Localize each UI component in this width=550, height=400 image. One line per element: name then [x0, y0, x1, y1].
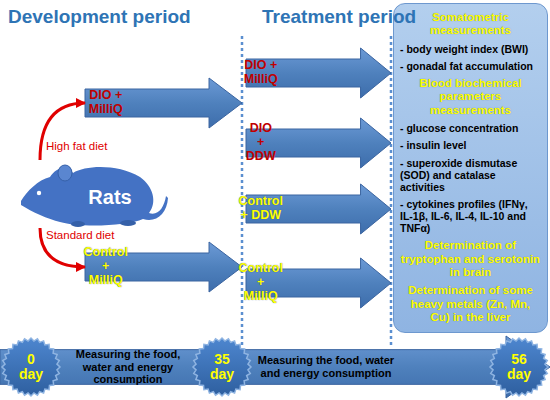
section-heading: Blood biochemical parameters measurement…: [400, 77, 541, 117]
group-arrow: Control + DDW: [246, 184, 391, 234]
figure-label: Rats: [88, 186, 131, 209]
divider-line: [390, 36, 393, 348]
group-label: DIO + MilliQ: [244, 59, 278, 87]
list-item: - body weight index (BWI): [400, 43, 541, 55]
group-arrow: DIO + DDW: [246, 118, 391, 168]
list-item: - superoxide dismutase (SOD) and catalas…: [400, 157, 541, 193]
section-heading: Determination of tryptophan and serotoni…: [400, 239, 541, 279]
list-item: - glucose concentration: [400, 122, 541, 134]
group-label: Control + MilliQ: [239, 262, 283, 303]
measurements-panel: Somatometric measurements - body weight i…: [393, 3, 548, 333]
group-label: DIO + MilliQ: [85, 89, 127, 117]
day-label: 0 day: [15, 352, 47, 381]
group-arrow: DIO + MilliQ: [85, 78, 242, 128]
section-heading: Determination of some heavy metals (Zn, …: [400, 284, 541, 324]
timeline-note: Measuring the food, water and energy con…: [256, 349, 396, 385]
day-marker: 56 day: [490, 338, 548, 396]
rat-figure: Rats: [18, 160, 168, 228]
diet-label: High fat diet: [46, 140, 107, 152]
group-arrow: Control + MilliQ: [85, 242, 242, 292]
list-item: - insulin level: [400, 139, 541, 151]
period-heading: Development period: [8, 6, 191, 28]
group-arrow: Control + MilliQ: [246, 258, 391, 308]
diet-label: Standard diet: [46, 229, 114, 241]
group-label: Control + DDW: [239, 195, 283, 223]
day-label: 56 day: [503, 352, 535, 381]
divider-line: [241, 36, 244, 348]
list-item: - cytokines profiles (IFNγ, IL-1β, IL-6,…: [400, 198, 541, 234]
day-marker: 35 day: [193, 338, 251, 396]
timeline-note: Measuring the food, water and energy con…: [64, 349, 192, 385]
period-heading: Treatment period: [262, 6, 416, 28]
day-marker: 0 day: [2, 338, 60, 396]
section-heading: Somatometric measurements: [400, 11, 541, 37]
group-label: DIO + DDW: [246, 122, 276, 163]
group-arrow: DIO + MilliQ: [246, 48, 391, 98]
group-label: Control + MilliQ: [84, 246, 128, 287]
list-item: - gonadal fat accumulation: [400, 60, 541, 72]
timeline-arrow: Measuring the food, water and energy con…: [0, 336, 550, 398]
day-label: 35 day: [206, 352, 238, 381]
